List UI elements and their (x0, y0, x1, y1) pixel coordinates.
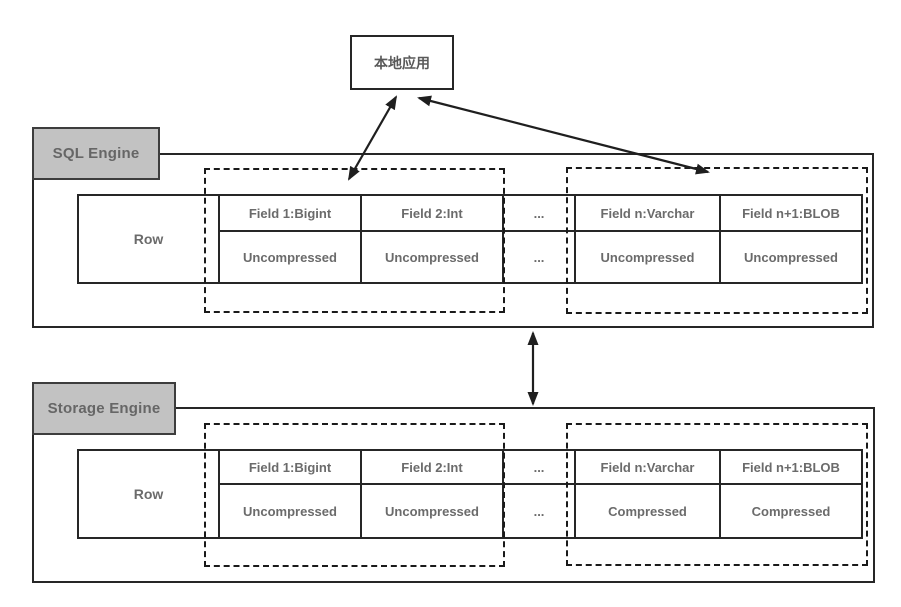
storage-fieldn-value: Compressed (574, 483, 721, 539)
storage-engine-box (32, 407, 875, 583)
sql-field2-value: Uncompressed (360, 230, 504, 284)
local-app-label: 本地应用 (374, 54, 430, 71)
storage-ellipsis-header: ... (502, 449, 576, 485)
storage-engine-label: Storage Engine (32, 382, 176, 435)
sql-engine-label: SQL Engine (32, 127, 160, 180)
storage-uncompressed-group-frame (204, 423, 505, 567)
storage-field1-header: Field 1:Bigint (218, 449, 362, 485)
storage-compressed-group-frame (566, 423, 868, 566)
sql-ellipsis-value: ... (502, 230, 576, 284)
sql-large-fields-group-frame (566, 167, 868, 314)
sql-row-cell: Row (77, 194, 220, 284)
storage-fieldn-header: Field n:Varchar (574, 449, 721, 485)
storage-fieldn1-value: Compressed (719, 483, 863, 539)
storage-row-cell: Row (77, 449, 220, 539)
sql-ellipsis-header: ... (502, 194, 576, 232)
sql-fieldn-header: Field n:Varchar (574, 194, 721, 232)
storage-ellipsis-value: ... (502, 483, 576, 539)
sql-fieldn1-value: Uncompressed (719, 230, 863, 284)
sql-uncompressed-group-frame (204, 168, 505, 313)
local-app-box: 本地应用 (350, 35, 454, 90)
storage-field1-value: Uncompressed (218, 483, 362, 539)
